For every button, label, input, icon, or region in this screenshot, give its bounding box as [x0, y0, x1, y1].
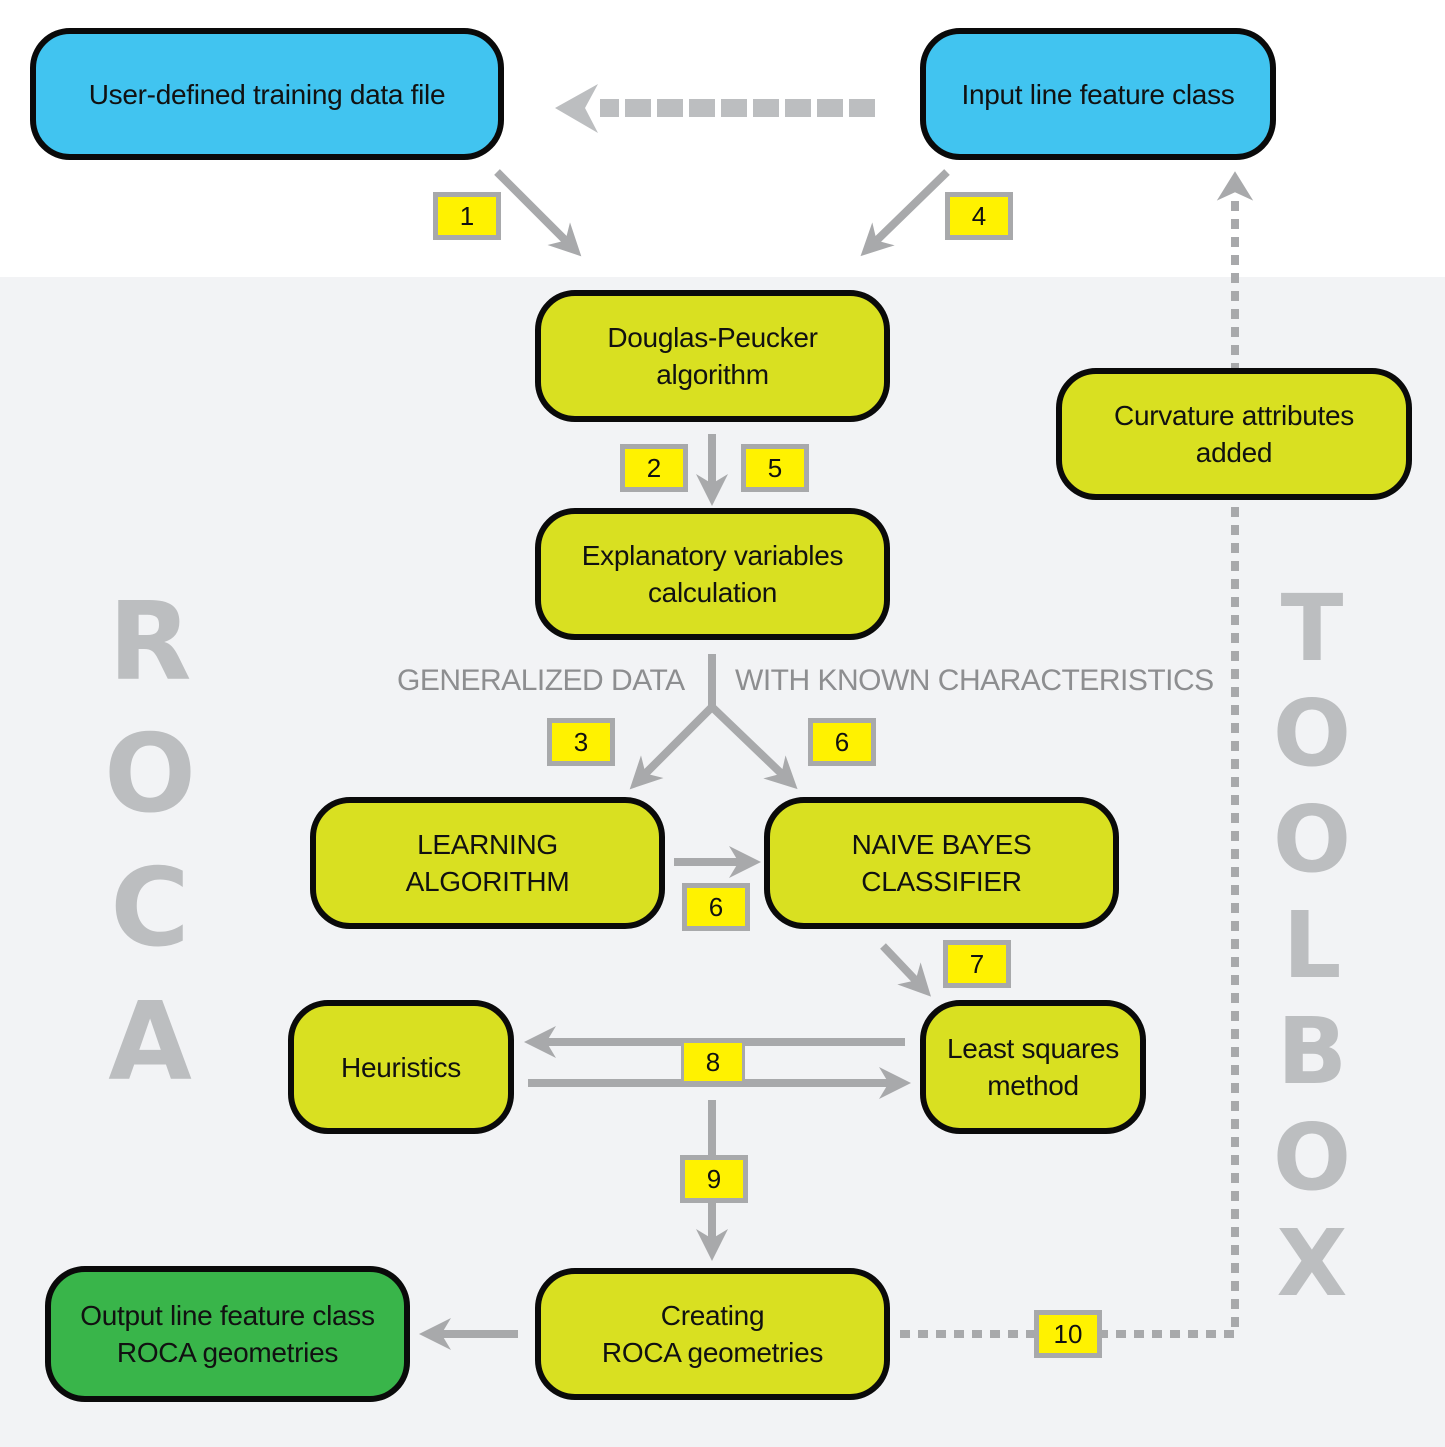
node-creating-roca-geometries: Creating ROCA geometries	[535, 1268, 890, 1400]
roca-letter: O	[104, 712, 196, 837]
node-heuristics: Heuristics	[288, 1000, 514, 1134]
arrow-split-3-6	[629, 654, 798, 790]
arrow-step-4	[860, 169, 950, 257]
node-douglas-peucker: Douglas-Peucker algorithm	[535, 290, 890, 422]
step-badge-10: 10	[1034, 1310, 1102, 1358]
node-training-data-file: User-defined training data file	[30, 28, 504, 160]
arrow-step-7	[880, 943, 932, 997]
toolbox-letter: T	[1280, 575, 1344, 682]
node-explanatory-variables: Explanatory variables calculation	[535, 508, 890, 640]
step-badge-6-learning: 6	[682, 883, 750, 931]
caption-generalized-data: GENERALIZED DATA	[397, 664, 685, 697]
step-badge-7: 7	[943, 940, 1011, 988]
dashed-arrow-input-to-training	[555, 84, 875, 133]
step-badge-9: 9	[680, 1155, 748, 1203]
node-curvature-attributes: Curvature attributes added	[1056, 368, 1412, 500]
step-badge-3: 3	[547, 718, 615, 766]
node-learning-algorithm: LEARNING ALGORITHM	[310, 797, 665, 929]
node-input-line-feature-class: Input line feature class	[920, 28, 1276, 160]
roca-letter: A	[108, 980, 192, 1105]
step-badge-8: 8	[681, 1040, 745, 1084]
node-output-line-feature-class: Output line feature class ROCA geometrie…	[45, 1266, 410, 1402]
toolbox-letter: X	[1276, 1210, 1348, 1317]
step-badge-1: 1	[433, 192, 501, 240]
step-badge-5: 5	[741, 444, 809, 492]
step-badge-4: 4	[945, 192, 1013, 240]
node-naive-bayes-classifier: NAIVE BAYES CLASSIFIER	[764, 797, 1119, 929]
roca-letter: C	[110, 846, 190, 971]
dotted-arrow-step-10	[900, 171, 1254, 1338]
toolbox-letter: O	[1272, 680, 1352, 787]
roca-letter: R	[108, 580, 192, 705]
toolbox-letter: O	[1272, 1104, 1352, 1211]
toolbox-letter: O	[1272, 786, 1352, 893]
toolbox-letter: B	[1276, 998, 1348, 1105]
arrow-step-1	[494, 169, 582, 257]
caption-known-characteristics: WITH KNOWN CHARACTERISTICS	[735, 664, 1214, 697]
step-badge-2: 2	[620, 444, 688, 492]
node-least-squares-method: Least squares method	[920, 1000, 1146, 1134]
toolbox-letter: L	[1282, 892, 1342, 999]
step-badge-6-split: 6	[808, 718, 876, 766]
